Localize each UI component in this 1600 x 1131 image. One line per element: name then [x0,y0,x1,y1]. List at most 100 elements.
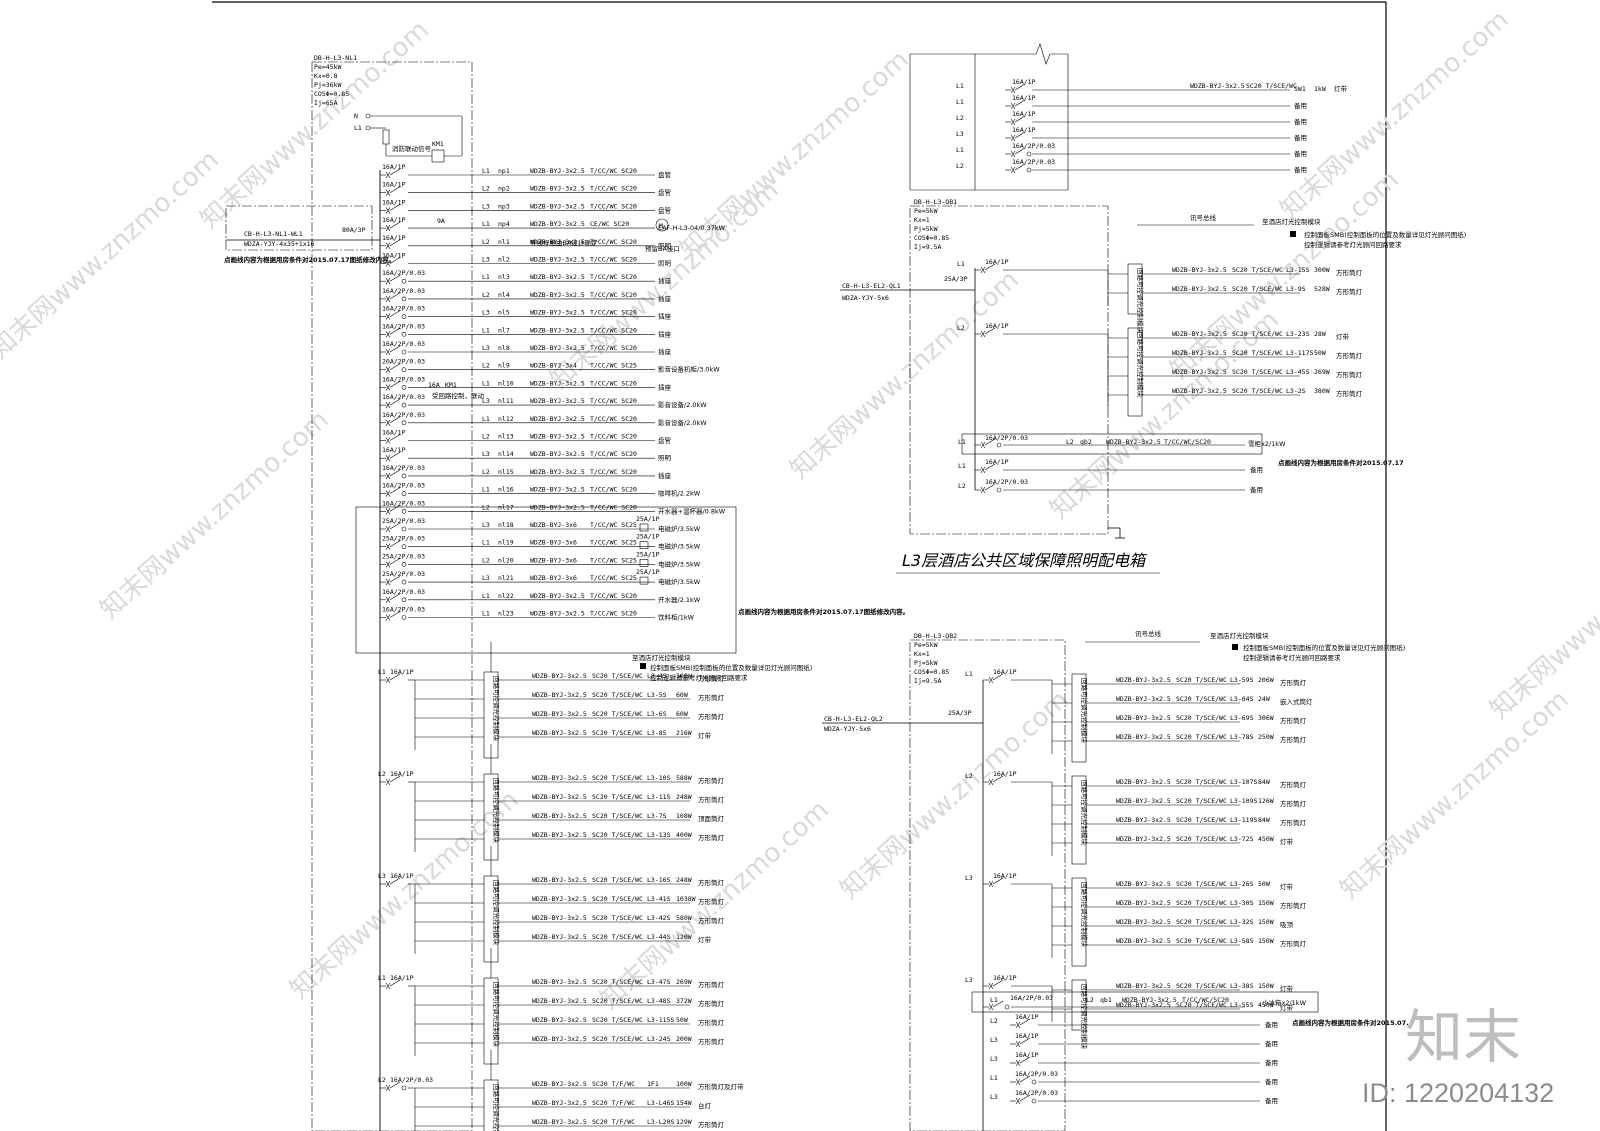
panel_qb2-dimming-module [1071,877,1087,967]
incoming-cable: CB-H-L3-NL1-WL1 [244,230,303,238]
left-laying: T/CC/WC SC20 [590,468,637,476]
panel_qb2-group-laying: SC20 T/SCE/WC [1176,899,1227,907]
left-circuit-breaker [380,381,407,391]
tr-load: 备用 [1294,165,1307,174]
panel_qb2-module-label: 回路可控调光控制模块 [1080,780,1089,846]
tr-breaker-blade [1014,163,1026,171]
watermark-text: 知末网www.znzmo.com [675,45,915,265]
left-group-power: 154W [676,1099,692,1107]
left-laying: T/CC/WC SC20 [590,256,637,264]
panel_qb2-group-cable: WDZB-BYJ-3x2.5 [1116,1001,1171,1009]
left-laying: T/CC/WC SC20 [590,273,637,281]
tr-breaker-blade [1014,99,1026,107]
left-laying: T/CC/WC SC20 [590,202,637,210]
panel_qb2-group-breaker [983,673,1004,684]
left-breaker-rating: 16A/1P [382,252,406,260]
left-circuit-breaker-x2 [385,472,391,480]
panel_qb1-group-power: 50W [1314,349,1326,357]
panel_qb1-group-circuit-id: L3-15S [1286,266,1310,274]
left-group-phase: L1 [378,974,386,982]
left-group-laying: SC20 T/SCE/WC [592,895,643,903]
left-load: 插座 [658,347,672,356]
panel_qb2-group-power: 84W [1258,816,1270,824]
qb2-spare-breaker-blade [1019,1037,1031,1045]
left-phase: L2 [482,468,490,476]
left-group-cable: WDZB-BYJ-3x2.5 [532,812,587,820]
panel_qb1-group-load: 方形筒灯 [1336,351,1363,360]
left-load: EAF-H-L3-04/0.37kW [658,224,726,232]
left-circuit-breaker-blade [389,257,401,264]
left-group-laying: SC20 T/SCE/WC [592,710,643,718]
panel_qb2-group-load: 方形筒灯 [1280,678,1307,687]
panel_qb2-group-breaker [983,775,1004,786]
panel-param-pe: Pe=45kW [314,63,341,71]
left-group-circuit-id: L3-47S [647,978,671,986]
qb2-param-pe: Pe=5kW [914,641,938,649]
panel_qb2-group-power: 150W [1258,918,1274,926]
left-group-power: 588W [676,774,692,782]
panel-db-h-l3-qb2: DB-H-L3-QB2 Pe=5kW Kx=1 Pj=5kW COSΦ=0.85… [822,629,1409,1131]
panel_qb1-group-load: 方形筒灯 [1336,268,1363,277]
left-group-cable: WDZB-BYJ-3x2.5 [532,710,587,718]
panel_qb1-dimming-module [1127,327,1143,417]
panel_qb2-group-load: 方形筒灯 [1280,735,1307,744]
left-breaker-rating: 16A/1P [382,198,406,206]
panel_qb2-group-breaker-blade [992,877,1004,885]
panel_qb1-group-breaker-blade [984,263,996,271]
panel_qb1-group-cable: WDZB-BYJ-3x2.5 [1172,387,1227,395]
left-group-load: 方形筒灯 [698,980,725,989]
panel_qb2-group-breaker [983,979,1004,990]
left-circuit-id: np3 [498,202,510,210]
panel_qb2-group-load: 方形筒灯 [1280,716,1307,725]
qb2-extra-load: 小冰箱x2/1kW [1262,998,1307,1007]
qb1-panel-title: L3层酒店公共区域保障照明配电箱 [902,551,1148,570]
left-circuit-id: np4 [498,220,510,228]
left-breaker-rating: 16A/1P [382,181,406,189]
left-circuit-breaker-rcd-ring [401,615,407,620]
tr-circuit-id: SW1 [1294,85,1306,93]
left-contactor-rating: 25A/1P [636,515,660,523]
left-group-power: 60W [676,710,688,718]
left-circuit-breaker-blade [389,558,401,565]
panel_qb2-group-breaker-x2 [988,676,994,684]
left-circuit-breaker-x2 [385,578,391,586]
qb2-spare-rating: 16A/1P [1015,1013,1039,1021]
left-group-load: 灯带 [698,935,712,944]
left-group-circuit-id: L3-L46S [647,1099,674,1107]
left-breaker-rating: 16A/2P/0.03 [382,287,425,295]
left-group-laying: SC20 T/F/WC [592,1099,635,1107]
panel_qb2-group-power: 150W [1258,937,1274,945]
left-circuit-breaker-blade [389,363,401,370]
left-circuit-breaker-x2 [385,260,391,267]
panel_qb1-group-cable: WDZB-BYJ-3x2.5 [1172,330,1227,338]
qb2-name: DB-H-L3-QB2 [914,632,957,640]
incoming-box [225,205,373,251]
panel_qb2-group-breaker-blade [992,673,1004,681]
left-group-circuit-id: L3-L20S [647,1118,674,1126]
incoming-spec: WDZA-YJY-4x35+1x16 [244,240,315,248]
km-rating: 16A [428,381,440,389]
left-phase: L3 [482,450,490,458]
left-circuit-breaker-rcd-ring [401,331,407,337]
left-phase: L2 [482,433,490,441]
left-cable: WDZB-BYJ-3x2.5 [530,468,585,476]
left-group-power: 216W [676,729,692,737]
left-load: 插座 [658,294,672,303]
qb1-spare-breaker [975,463,996,474]
left-circuit-id: nl2 [498,256,510,264]
left-circuit-breaker [380,434,401,444]
qb1-param-pj: Pj=5kW [914,225,938,233]
left-breaker-rating: 16A/2P/0.03 [382,340,425,348]
left-circuit-breaker [380,398,407,409]
qb1-spare-breaker-blade [984,483,996,491]
left-circuit-breaker [380,328,407,338]
left-group-load: 方形筒灯 [698,897,725,906]
left-module-label: 回路可控调光控制模块 [492,880,501,946]
left-group-load: 方形筒灯 [698,878,725,887]
tr-load: 备用 [1294,101,1307,110]
left-circuit-breaker-blade [389,522,401,530]
qb2-extra-laying: T/CC/WC/SC20 [1182,996,1229,1004]
left-cable: WDZB-BYJ-3x2.5 [530,273,585,281]
left-laying: T/CC/WC SC25 [590,521,637,529]
